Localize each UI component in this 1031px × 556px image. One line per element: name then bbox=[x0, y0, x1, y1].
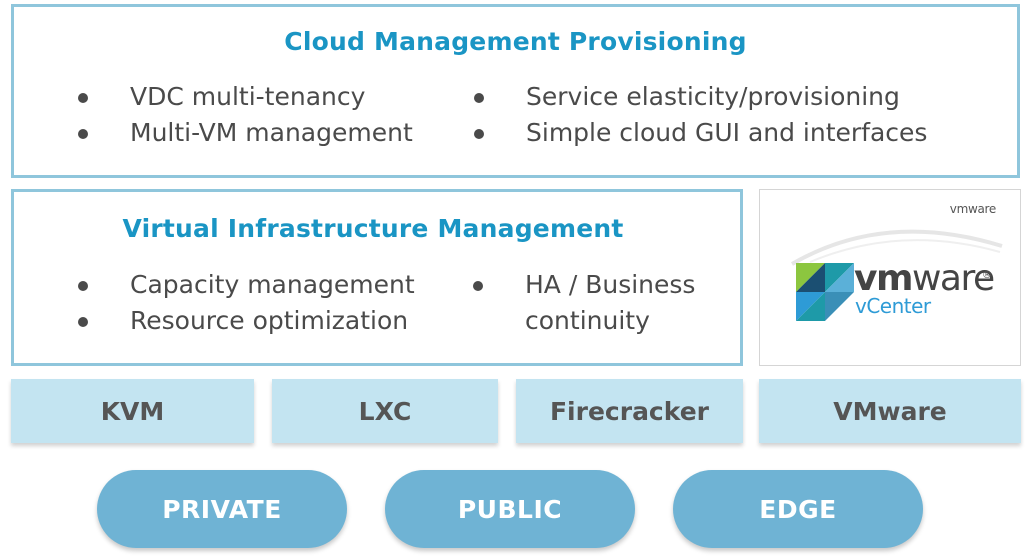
list-item: Simple cloud GUI and interfaces bbox=[474, 115, 927, 151]
hypervisor-kvm: KVM bbox=[11, 379, 254, 443]
list-item: Multi-VM management bbox=[78, 115, 413, 151]
bullet-icon bbox=[78, 93, 88, 103]
list-item-continuation: continuity bbox=[473, 303, 695, 339]
hypervisor-lxc: LXC bbox=[272, 379, 498, 443]
bullet-icon bbox=[474, 129, 484, 139]
list-item: HA / Business bbox=[473, 267, 695, 303]
virtual-infrastructure-right-list: HA / Business continuity bbox=[473, 267, 695, 339]
list-item: Service elasticity/provisioning bbox=[474, 79, 927, 115]
bullet-icon bbox=[473, 281, 483, 291]
list-item-text: Service elasticity/provisioning bbox=[526, 82, 900, 111]
cloud-management-panel: Cloud Management Provisioning VDC multi-… bbox=[11, 4, 1020, 178]
bullet-icon bbox=[474, 93, 484, 103]
cloud-management-right-list: Service elasticity/provisioning Simple c… bbox=[474, 79, 927, 151]
list-item-text: HA / Business bbox=[525, 270, 696, 299]
virtual-infrastructure-panel: Virtual Infrastructure Management Capaci… bbox=[11, 189, 743, 366]
deployment-edge: EDGE bbox=[673, 470, 923, 548]
list-item-text: Simple cloud GUI and interfaces bbox=[526, 118, 928, 147]
virtual-infrastructure-left-list: Capacity management Resource optimizatio… bbox=[78, 267, 415, 339]
list-item-text: continuity bbox=[525, 306, 650, 335]
bullet-icon bbox=[78, 129, 88, 139]
cloud-management-title: Cloud Management Provisioning bbox=[284, 27, 747, 56]
bullet-icon bbox=[78, 317, 88, 327]
hypervisor-firecracker: Firecracker bbox=[516, 379, 743, 443]
vcenter-product-name: vCenter bbox=[855, 294, 931, 318]
list-item: VDC multi-tenancy bbox=[78, 79, 413, 115]
list-item-text: Resource optimization bbox=[130, 306, 409, 335]
deployment-public: PUBLIC bbox=[385, 470, 635, 548]
bullet-icon bbox=[78, 281, 88, 291]
vcenter-logo-box: vmware vmware ® vCenter bbox=[759, 189, 1021, 366]
vcenter-swoosh-icon bbox=[790, 229, 1003, 266]
list-item-text: Capacity management bbox=[130, 270, 415, 299]
registered-mark-icon: ® bbox=[982, 270, 992, 281]
deployment-private: PRIVATE bbox=[97, 470, 347, 548]
vcenter-mark-icon bbox=[796, 263, 854, 321]
list-item-text: VDC multi-tenancy bbox=[130, 82, 366, 111]
virtual-infrastructure-title: Virtual Infrastructure Management bbox=[122, 214, 624, 243]
list-item-text: Multi-VM management bbox=[130, 118, 413, 147]
vmware-wordmark: vmware bbox=[854, 258, 995, 299]
hypervisor-vmware: VMware bbox=[759, 379, 1021, 443]
list-item: Resource optimization bbox=[78, 303, 415, 339]
list-item: Capacity management bbox=[78, 267, 415, 303]
vmware-corner-logo: vmware bbox=[949, 202, 997, 216]
cloud-management-left-list: VDC multi-tenancy Multi-VM management bbox=[78, 79, 413, 151]
